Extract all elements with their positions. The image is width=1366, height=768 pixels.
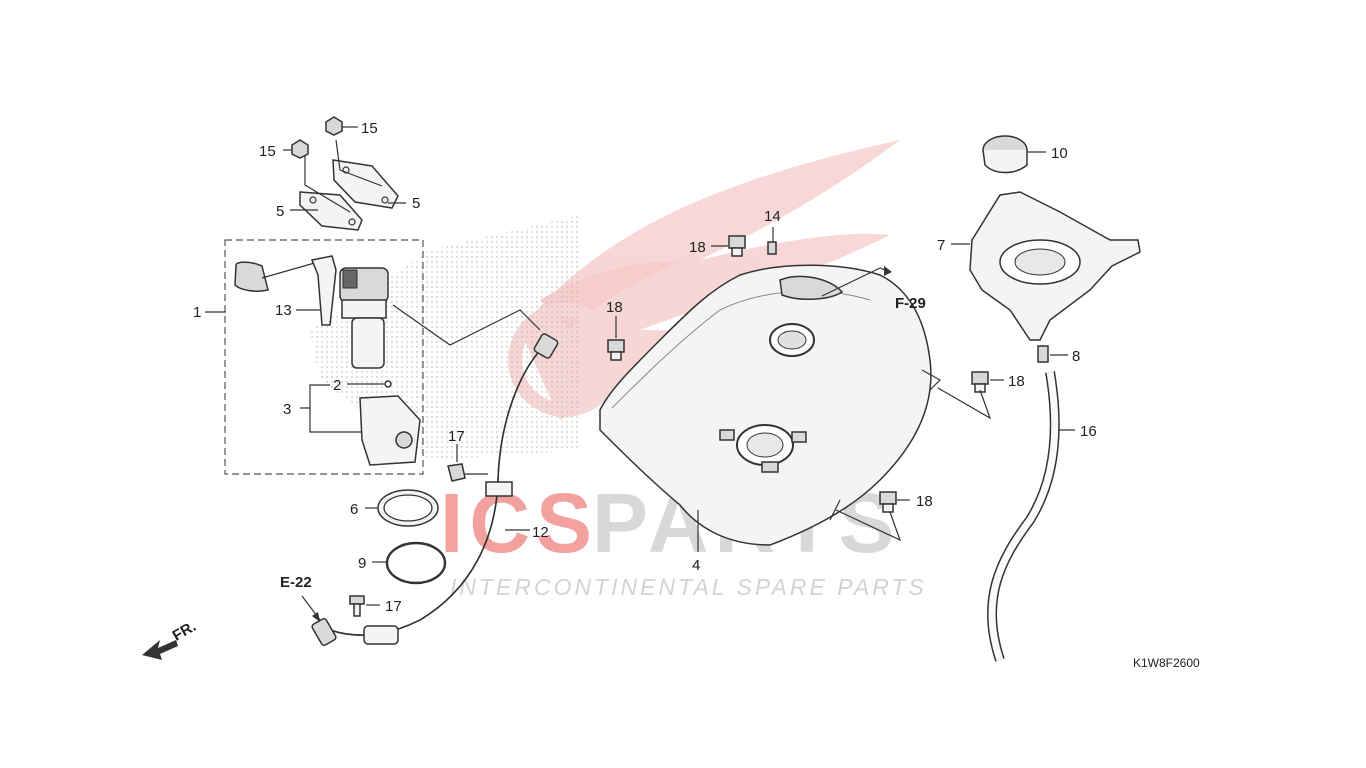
setting-plate-icon [299,159,399,231]
callout-15-left: 15 [259,143,276,160]
callout-1: 1 [193,304,201,321]
fuel-cap-icon [982,135,1028,174]
drain-joint-icon [1037,345,1049,363]
reference-f29: F-29 [895,295,926,312]
callout-18-left: 18 [606,299,623,316]
callout-13: 13 [275,302,292,319]
bolt-icon [349,595,365,617]
fuel-pump-icon [339,267,389,369]
fuel-level-sensor-icon [234,255,337,326]
callout-7: 7 [937,237,945,254]
callout-5-upper: 5 [412,195,420,212]
watermark-halftone [310,215,580,460]
callout-15-right: 15 [361,120,378,137]
front-arrow-icon [142,640,178,660]
front-label: FR. [170,618,199,645]
fuel-pump-assembly-box [224,239,424,475]
o-ring-small-icon [384,380,392,388]
o-ring-icon [385,541,447,585]
callout-18-bottom: 18 [916,493,933,510]
hose-icon [311,333,559,647]
callout-5-lower: 5 [276,203,284,220]
reference-e22: E-22 [280,574,312,591]
diagram-code: K1W8F2600 [1133,656,1200,670]
callout-12: 12 [532,524,549,541]
callout-2: 2 [333,377,341,394]
drain-hose-icon [987,371,1060,662]
callout-18-right: 18 [1008,373,1025,390]
watermark-brand-red: ICS [440,476,598,570]
callout-9: 9 [358,555,366,572]
callout-17-bolt: 17 [385,598,402,615]
callout-16: 16 [1080,423,1097,440]
callout-18-top: 18 [689,239,706,256]
callout-3: 3 [283,401,291,418]
callout-8: 8 [1072,348,1080,365]
callout-10: 10 [1051,145,1068,162]
callout-14: 14 [764,208,781,225]
callout-4: 4 [692,557,700,574]
fuel-tray-icon [969,191,1141,341]
hose-clip-icon [447,463,466,482]
callout-6: 6 [350,501,358,518]
bolt-icon [607,235,989,513]
callout-17-clip: 17 [448,428,465,445]
watermark-tagline: INTERCONTINENTAL SPARE PARTS [450,574,927,600]
nut-icon [291,116,343,159]
